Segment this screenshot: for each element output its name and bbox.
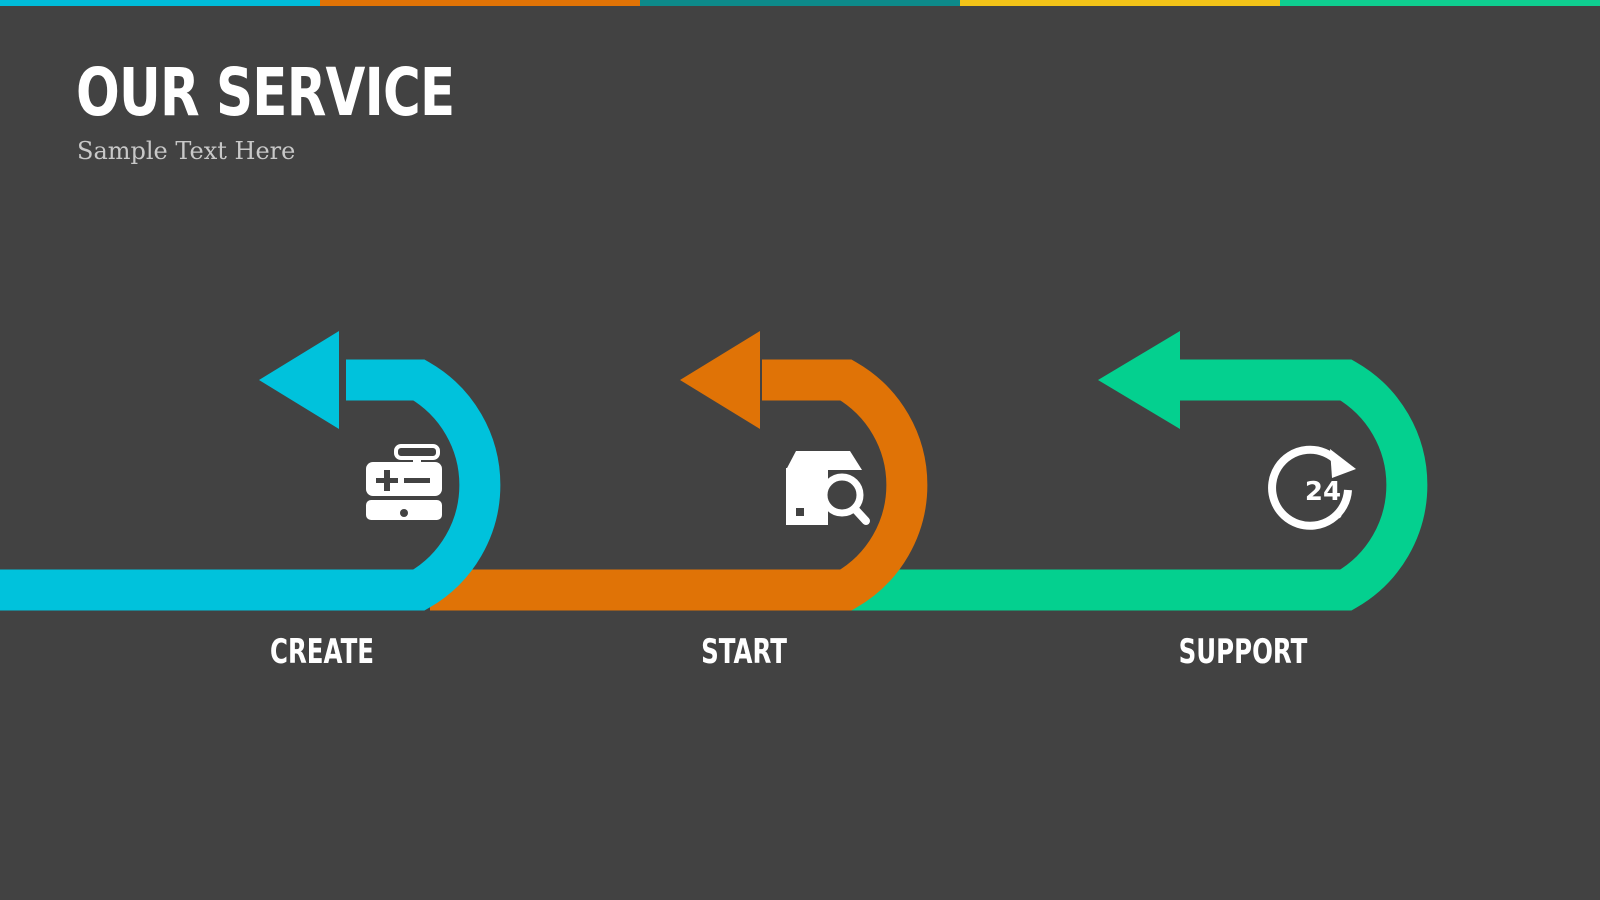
start-arrow <box>430 331 928 611</box>
top-bar-segment-3 <box>640 0 960 6</box>
support-arrow <box>850 331 1428 611</box>
top-bar-segment-4 <box>960 0 1280 6</box>
step-label-create: CREATE <box>269 632 374 672</box>
create-arrow <box>0 331 501 611</box>
step-label-support: SUPPORT <box>1178 632 1308 672</box>
step-label-start: START <box>701 632 787 672</box>
support-24-icon: 24 <box>1268 445 1356 530</box>
top-color-bar <box>0 0 1600 6</box>
top-bar-segment-2 <box>320 0 640 6</box>
top-bar-segment-5 <box>1280 0 1600 6</box>
slide-title: OUR SERVICE <box>76 54 455 131</box>
svg-text:24: 24 <box>1305 477 1341 507</box>
slide-subtitle: Sample Text Here <box>77 137 296 165</box>
store-search-icon <box>786 451 870 525</box>
cash-register-icon <box>366 444 442 520</box>
top-bar-segment-1 <box>0 0 320 6</box>
